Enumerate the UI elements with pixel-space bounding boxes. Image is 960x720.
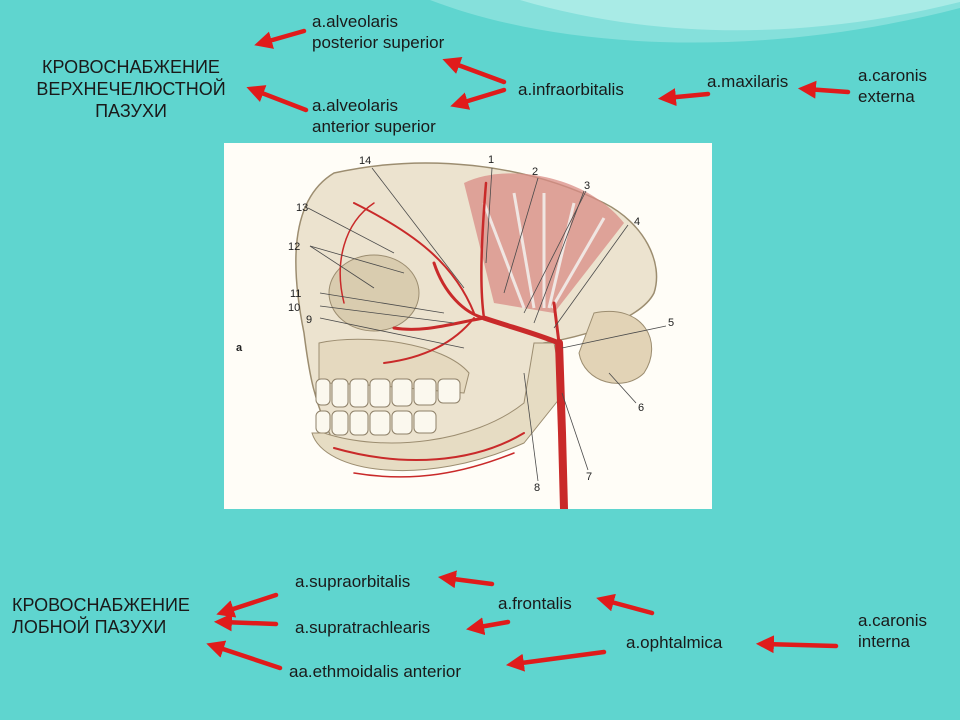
label-ethmoidalis-anterior: aa.ethmoidalis anterior [289,662,461,681]
label-ophtalmica: a.ophtalmica [626,633,723,652]
arrow-frontalis-to-supratrachlearis [466,617,511,636]
figure-panel-label: a [236,342,243,354]
label-line: posterior superior [312,33,445,52]
figure-number-8: 8 [534,482,540,494]
arrow-carotis-interna-to-ophtalmica [755,635,839,654]
label-supraorbitalis: a.supraorbitalis [295,572,411,591]
title-line: ЛОБНОЙ ПАЗУХИ [12,617,167,637]
arrow-supraorbitalis-to-title [216,592,279,618]
title-line: КРОВОСНАБЖЕНИЕ [42,57,220,77]
label-line: a.caronis [858,66,927,85]
figure-number-2: 2 [532,166,538,178]
label-carotis-interna: a.caronis interna [858,610,927,652]
label-maxilaris: a.maxilaris [707,72,789,91]
arrow-supratrachlearis-to-title [213,613,279,632]
figure-number-5: 5 [668,317,674,329]
figure-number-9: 9 [306,314,312,326]
arrow-carotis-externa-to-maxilaris [797,80,851,99]
label-carotis-externa: a.caronis externa [858,65,927,107]
arrow-frontalis-to-supraorbitalis [437,570,495,589]
figure-number-10: 10 [288,302,300,314]
title-line: ВЕРХНЕЧЕЛЮСТНОЙ [36,79,226,99]
frontal-sinus-title: КРОВОСНАБЖЕНИЕ ЛОБНОЙ ПАЗУХИ [12,594,190,638]
figure-number-6: 6 [638,402,644,414]
label-line: externa [858,87,915,106]
figure-number-1: 1 [488,154,494,166]
figure-number-7: 7 [586,471,592,483]
title-line: ПАЗУХИ [95,101,167,121]
label-line: a.caronis [858,611,927,630]
figure-number-14: 14 [359,155,371,167]
figure-number-13: 13 [296,202,308,214]
figure-number-12: 12 [288,241,300,253]
arrow-ophtalmica-to-ethmoidalis [505,649,607,672]
figure-number-11: 11 [290,288,301,300]
arrow-maxilaris-to-infraorbitalis [657,88,711,107]
header-swoosh-decoration [430,0,960,43]
figure-number-3: 3 [584,180,590,192]
arrow-infraorbitalis-to-anterior [450,87,507,110]
title-line: КРОВОСНАБЖЕНИЕ [12,595,190,615]
label-frontalis: a.frontalis [498,594,572,613]
label-alveolaris-anterior-superior: a.alveolaris anterior superior [312,95,436,137]
anatomy-figure: 14 1 2 3 4 5 6 7 8 9 10 11 12 13 a [224,143,712,513]
label-infraorbitalis: a.infraorbitalis [518,80,624,99]
label-line: a.alveolaris [312,96,398,115]
figure-number-4: 4 [634,216,640,228]
arrow-ophtalmica-to-frontalis [596,593,655,616]
skull-arteries-illustration: 14 1 2 3 4 5 6 7 8 9 10 11 12 13 a [236,154,674,513]
label-line: anterior superior [312,117,436,136]
label-line: interna [858,632,910,651]
arrow-anterior-to-title [246,85,309,113]
arrow-ethmoidalis-to-title [206,640,283,671]
label-alveolaris-posterior-superior: a.alveolaris posterior superior [312,11,444,53]
label-supratrachlearis: a.supratrachlearis [295,618,431,637]
label-line: a.alveolaris [312,12,398,31]
maxillary-sinus-title: КРОВОСНАБЖЕНИЕ ВЕРХНЕЧЕЛЮСТНОЙ ПАЗУХИ [18,56,244,122]
